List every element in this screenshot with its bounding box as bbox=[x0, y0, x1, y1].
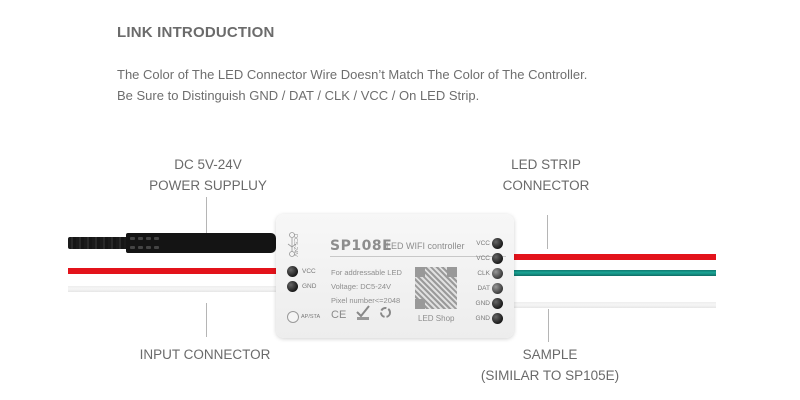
controller-box bbox=[276, 214, 514, 338]
white-wire-left bbox=[68, 286, 282, 292]
sample-label-line-2: (SIMILAR TO SP105E) bbox=[480, 368, 620, 383]
right-terminal-label-gnd-2: GND bbox=[475, 315, 490, 322]
power-label-line-2: POWER SUPPLUY bbox=[149, 178, 267, 193]
right-terminal-label-gnd-1: GND bbox=[475, 300, 490, 307]
intro-line-2: Be Sure to Distinguish GND / DAT / CLK /… bbox=[117, 88, 480, 103]
gnd-input-terminal[interactable] bbox=[287, 281, 298, 292]
vcc-input-label: VCC bbox=[302, 268, 316, 275]
input-leader-line bbox=[206, 303, 207, 337]
gnd-input-label: GND bbox=[302, 283, 317, 290]
title-divider bbox=[330, 256, 506, 257]
right-terminal-label-vcc-1: VCC bbox=[476, 240, 490, 247]
right-terminal-vcc-1[interactable] bbox=[492, 238, 503, 249]
sample-leader-line bbox=[548, 309, 549, 342]
strip-leader-line bbox=[547, 215, 548, 249]
controller-subtitle: LED WIFI controller bbox=[386, 241, 465, 251]
sample-label-line-1: SAMPLE bbox=[522, 347, 578, 362]
rohs-check-icon bbox=[355, 305, 371, 321]
right-terminal-clk[interactable] bbox=[492, 268, 503, 279]
right-terminal-label-vcc-2: VCC bbox=[476, 255, 490, 262]
power-label-line-1: DC 5V-24V bbox=[174, 157, 242, 172]
ap-sta-label: AP/STA bbox=[301, 314, 321, 320]
model-name: SP108E bbox=[330, 238, 393, 254]
spec-pixel-number: Pixel number<=2048 bbox=[331, 296, 401, 305]
spec-voltage: Voltage: DC5-24V bbox=[331, 282, 392, 291]
sample-label: SAMPLE (SIMILAR TO SP105E) bbox=[470, 344, 630, 386]
power-leader-line bbox=[206, 197, 207, 233]
power-cable bbox=[68, 237, 130, 249]
qr-code[interactable] bbox=[415, 267, 457, 309]
qr-caption: LED Shop bbox=[418, 314, 455, 323]
spec-addressable: For addressable LED bbox=[331, 268, 402, 277]
recycle-icon bbox=[379, 306, 392, 319]
red-wire-right bbox=[508, 254, 716, 260]
dc-input-symbol-icon bbox=[286, 232, 298, 258]
dc-plug bbox=[126, 233, 276, 253]
right-terminal-label-dat: DAT bbox=[477, 285, 490, 292]
power-supply-label: DC 5V-24V POWER SUPPLUY bbox=[135, 154, 281, 196]
intro-text: The Color of The LED Connector Wire Does… bbox=[117, 64, 587, 106]
led-strip-connector-label: LED STRIP CONNECTOR bbox=[490, 154, 602, 196]
dc-voltage-mark: DC5-24V bbox=[292, 234, 298, 257]
red-wire-left bbox=[68, 268, 282, 274]
right-terminal-dat[interactable] bbox=[492, 283, 503, 294]
strip-label-line-1: LED STRIP bbox=[511, 157, 581, 172]
ce-mark-icon: CE bbox=[331, 309, 347, 321]
right-terminal-label-clk: CLK bbox=[477, 270, 490, 277]
strip-label-line-2: CONNECTOR bbox=[502, 178, 590, 193]
page-title: LINK INTRODUCTION bbox=[117, 24, 275, 41]
teal-wire-right bbox=[508, 270, 716, 276]
right-terminal-vcc-2[interactable] bbox=[492, 253, 503, 264]
right-terminal-gnd-2[interactable] bbox=[492, 313, 503, 324]
vcc-input-terminal[interactable] bbox=[287, 266, 298, 277]
ap-sta-button[interactable] bbox=[287, 311, 299, 323]
white-wire-right bbox=[508, 302, 716, 308]
right-terminal-gnd-1[interactable] bbox=[492, 298, 503, 309]
intro-line-1: The Color of The LED Connector Wire Does… bbox=[117, 67, 588, 82]
input-connector-label: INPUT CONNECTOR bbox=[139, 347, 271, 362]
